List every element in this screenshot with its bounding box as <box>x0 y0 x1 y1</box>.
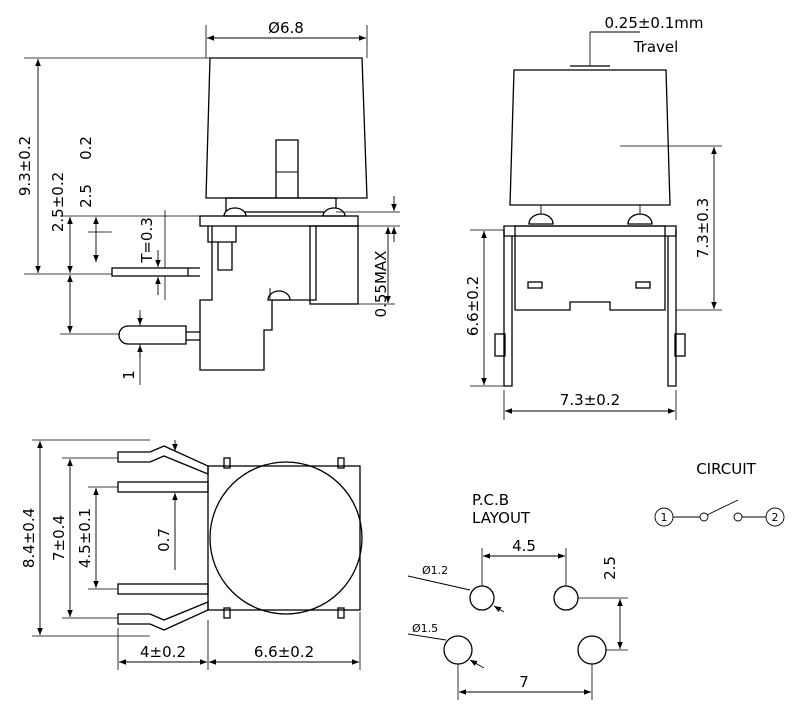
top-round-actuator <box>209 461 363 615</box>
circuit-contact-right <box>733 512 743 522</box>
front-actuator-cap <box>509 69 671 206</box>
label-height-cap: 7.3±0.3 <box>694 198 712 258</box>
label-height-body: 6.6±0.2 <box>464 276 482 336</box>
label-hole-large: Ø1.5 <box>412 622 438 635</box>
label-pcb-spacing-x: 4.5 <box>512 537 536 555</box>
label-height-step: 2.5 <box>77 184 95 208</box>
circuit-contact-left <box>699 512 709 522</box>
pcb-title-line2: LAYOUT <box>472 509 531 527</box>
pcb-layout: P.C.B LAYOUT Ø1.2 Ø1.5 4.5 2.5 7 <box>407 491 628 700</box>
circuit-switch-blade <box>706 499 739 516</box>
side-view: Ø6.8 9.3±0.2 2.5±0.2 2.5 0.2 T=0.3 1 0.5… <box>16 19 400 385</box>
top-housing <box>207 465 361 611</box>
label-travel-word: Travel <box>633 38 679 56</box>
circuit-node-2-label: 2 <box>772 511 779 524</box>
front-left-leg <box>503 230 513 387</box>
label-thickness: T=0.3 <box>138 217 156 264</box>
label-width-inner: 4.5±0.1 <box>76 508 94 568</box>
top-pin-lower-inner <box>117 583 209 595</box>
side-housing <box>199 215 359 227</box>
circuit-symbol: CIRCUIT 1 2 <box>654 460 785 527</box>
side-terminal-lead <box>111 267 189 277</box>
pcb-hole-large-left <box>443 635 473 665</box>
front-view: 0.25±0.1mm Travel 7.3±0.3 6.6±0.2 7.3±0.… <box>464 14 722 420</box>
front-right-leg <box>667 230 677 387</box>
pcb-title-line1: P.C.B <box>472 491 509 509</box>
label-travel: 0.25±0.1mm <box>604 14 703 32</box>
circuit-node-2 <box>765 507 785 527</box>
label-pcb-spacing-y: 2.5 <box>601 556 619 580</box>
side-stem-slot <box>275 139 299 198</box>
side-actuator-cap <box>205 57 368 199</box>
label-top-diameter: Ø6.8 <box>268 19 304 37</box>
label-pin-one: 1 <box>120 370 138 380</box>
label-width-pins: 7±0.4 <box>50 515 68 561</box>
label-height-total: 9.3±0.2 <box>16 136 34 196</box>
label-pin-offset: 0.7 <box>155 528 173 552</box>
label-body-length: 6.6±0.2 <box>254 643 314 661</box>
circuit-title: CIRCUIT <box>696 460 756 478</box>
pcb-hole-small-left <box>469 585 495 611</box>
label-width-total: 8.4±0.4 <box>20 508 38 568</box>
top-pin-lower-outer <box>117 601 209 631</box>
top-pin-upper-outer <box>117 445 209 475</box>
circuit-node-1-label: 1 <box>661 511 668 524</box>
label-width-front: 7.3±0.2 <box>560 391 620 409</box>
front-housing <box>514 225 666 311</box>
side-round-pin <box>118 325 187 345</box>
label-pin-length: 4±0.2 <box>140 643 186 661</box>
label-height-base: 2.5±0.2 <box>49 172 67 232</box>
top-pin-upper-inner <box>117 481 209 493</box>
label-pcb-spacing-total: 7 <box>519 673 529 691</box>
pcb-hole-small-right <box>553 585 579 611</box>
pcb-hole-large-right <box>577 635 607 665</box>
label-hole-small: Ø1.2 <box>422 564 448 577</box>
top-view: 8.4±0.4 7±0.4 4.5±0.1 0.7 4±0.2 6.6±0.2 <box>20 439 363 670</box>
label-gap-max: 0.55MAX <box>372 251 390 318</box>
label-height-step-tol: 0.2 <box>77 136 95 160</box>
side-bracket <box>199 226 317 371</box>
